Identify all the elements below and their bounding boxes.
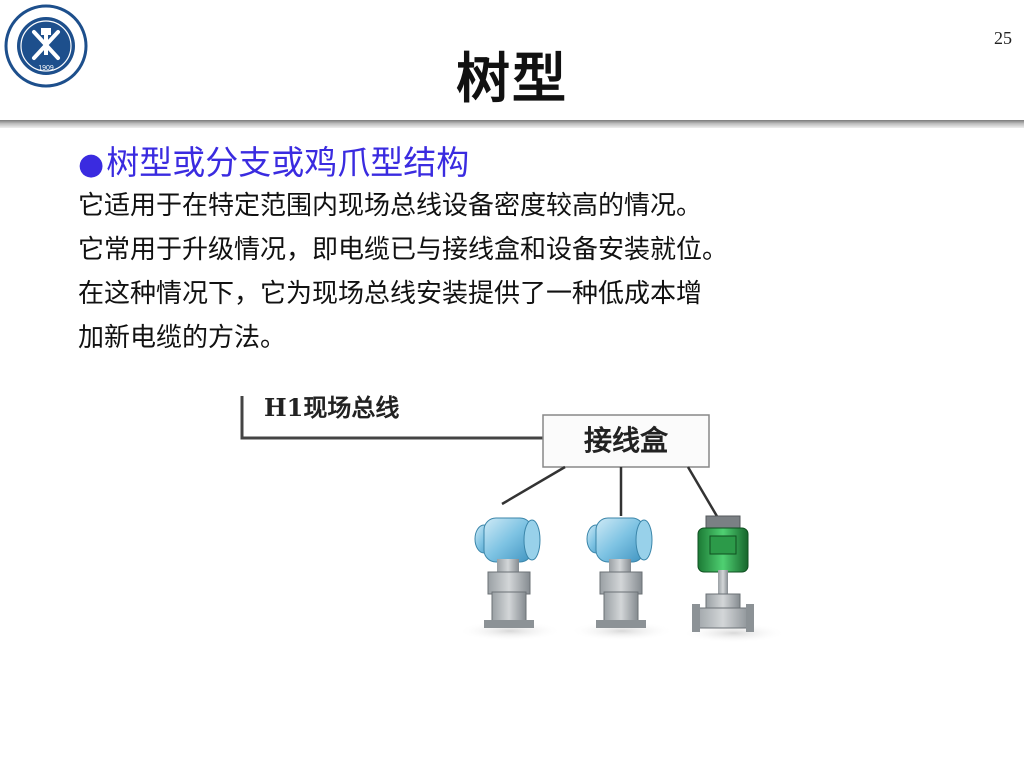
logo-year: 1909 (38, 65, 54, 72)
pressure-transmitter-icon (586, 517, 653, 628)
university-logo: 1909 (4, 4, 88, 88)
h1-bus-line (240, 396, 543, 440)
control-valve-icon (692, 515, 754, 632)
bullet-dot-icon: ● (78, 147, 105, 182)
body-line: 加新电缆的方法。 (78, 323, 287, 353)
heading-text: 树型或分支或鸡爪型结构 (106, 143, 470, 182)
body-line: 它常用于升级情况，即电缆已与接线盒和设备安装就位。 (78, 235, 729, 265)
slide-title: 树型 (456, 46, 568, 110)
body-line: 它适用于在特定范围内现场总线设备密度较高的情况。 (78, 191, 703, 221)
body-line: 在这种情况下，它为现场总线安装提供了一种低成本增 (78, 279, 703, 309)
title-divider (0, 120, 1024, 128)
page-number: 25 (994, 28, 1012, 48)
pressure-transmitter-icon (474, 517, 541, 628)
branch-cable (686, 466, 720, 519)
bus-label: H1现场总线 (264, 393, 399, 422)
tree-topology-diagram: H1现场总线 接线盒 (240, 393, 786, 643)
branch-cable (501, 465, 566, 506)
junction-box-label: 接线盒 (584, 424, 669, 457)
body-paragraph: 它适用于在特定范围内现场总线设备密度较高的情况。 它常用于升级情况，即电缆已与接… (78, 184, 948, 360)
junction-box (542, 414, 710, 468)
bullet-heading: ●树型或分支或鸡爪型结构 (78, 136, 469, 184)
